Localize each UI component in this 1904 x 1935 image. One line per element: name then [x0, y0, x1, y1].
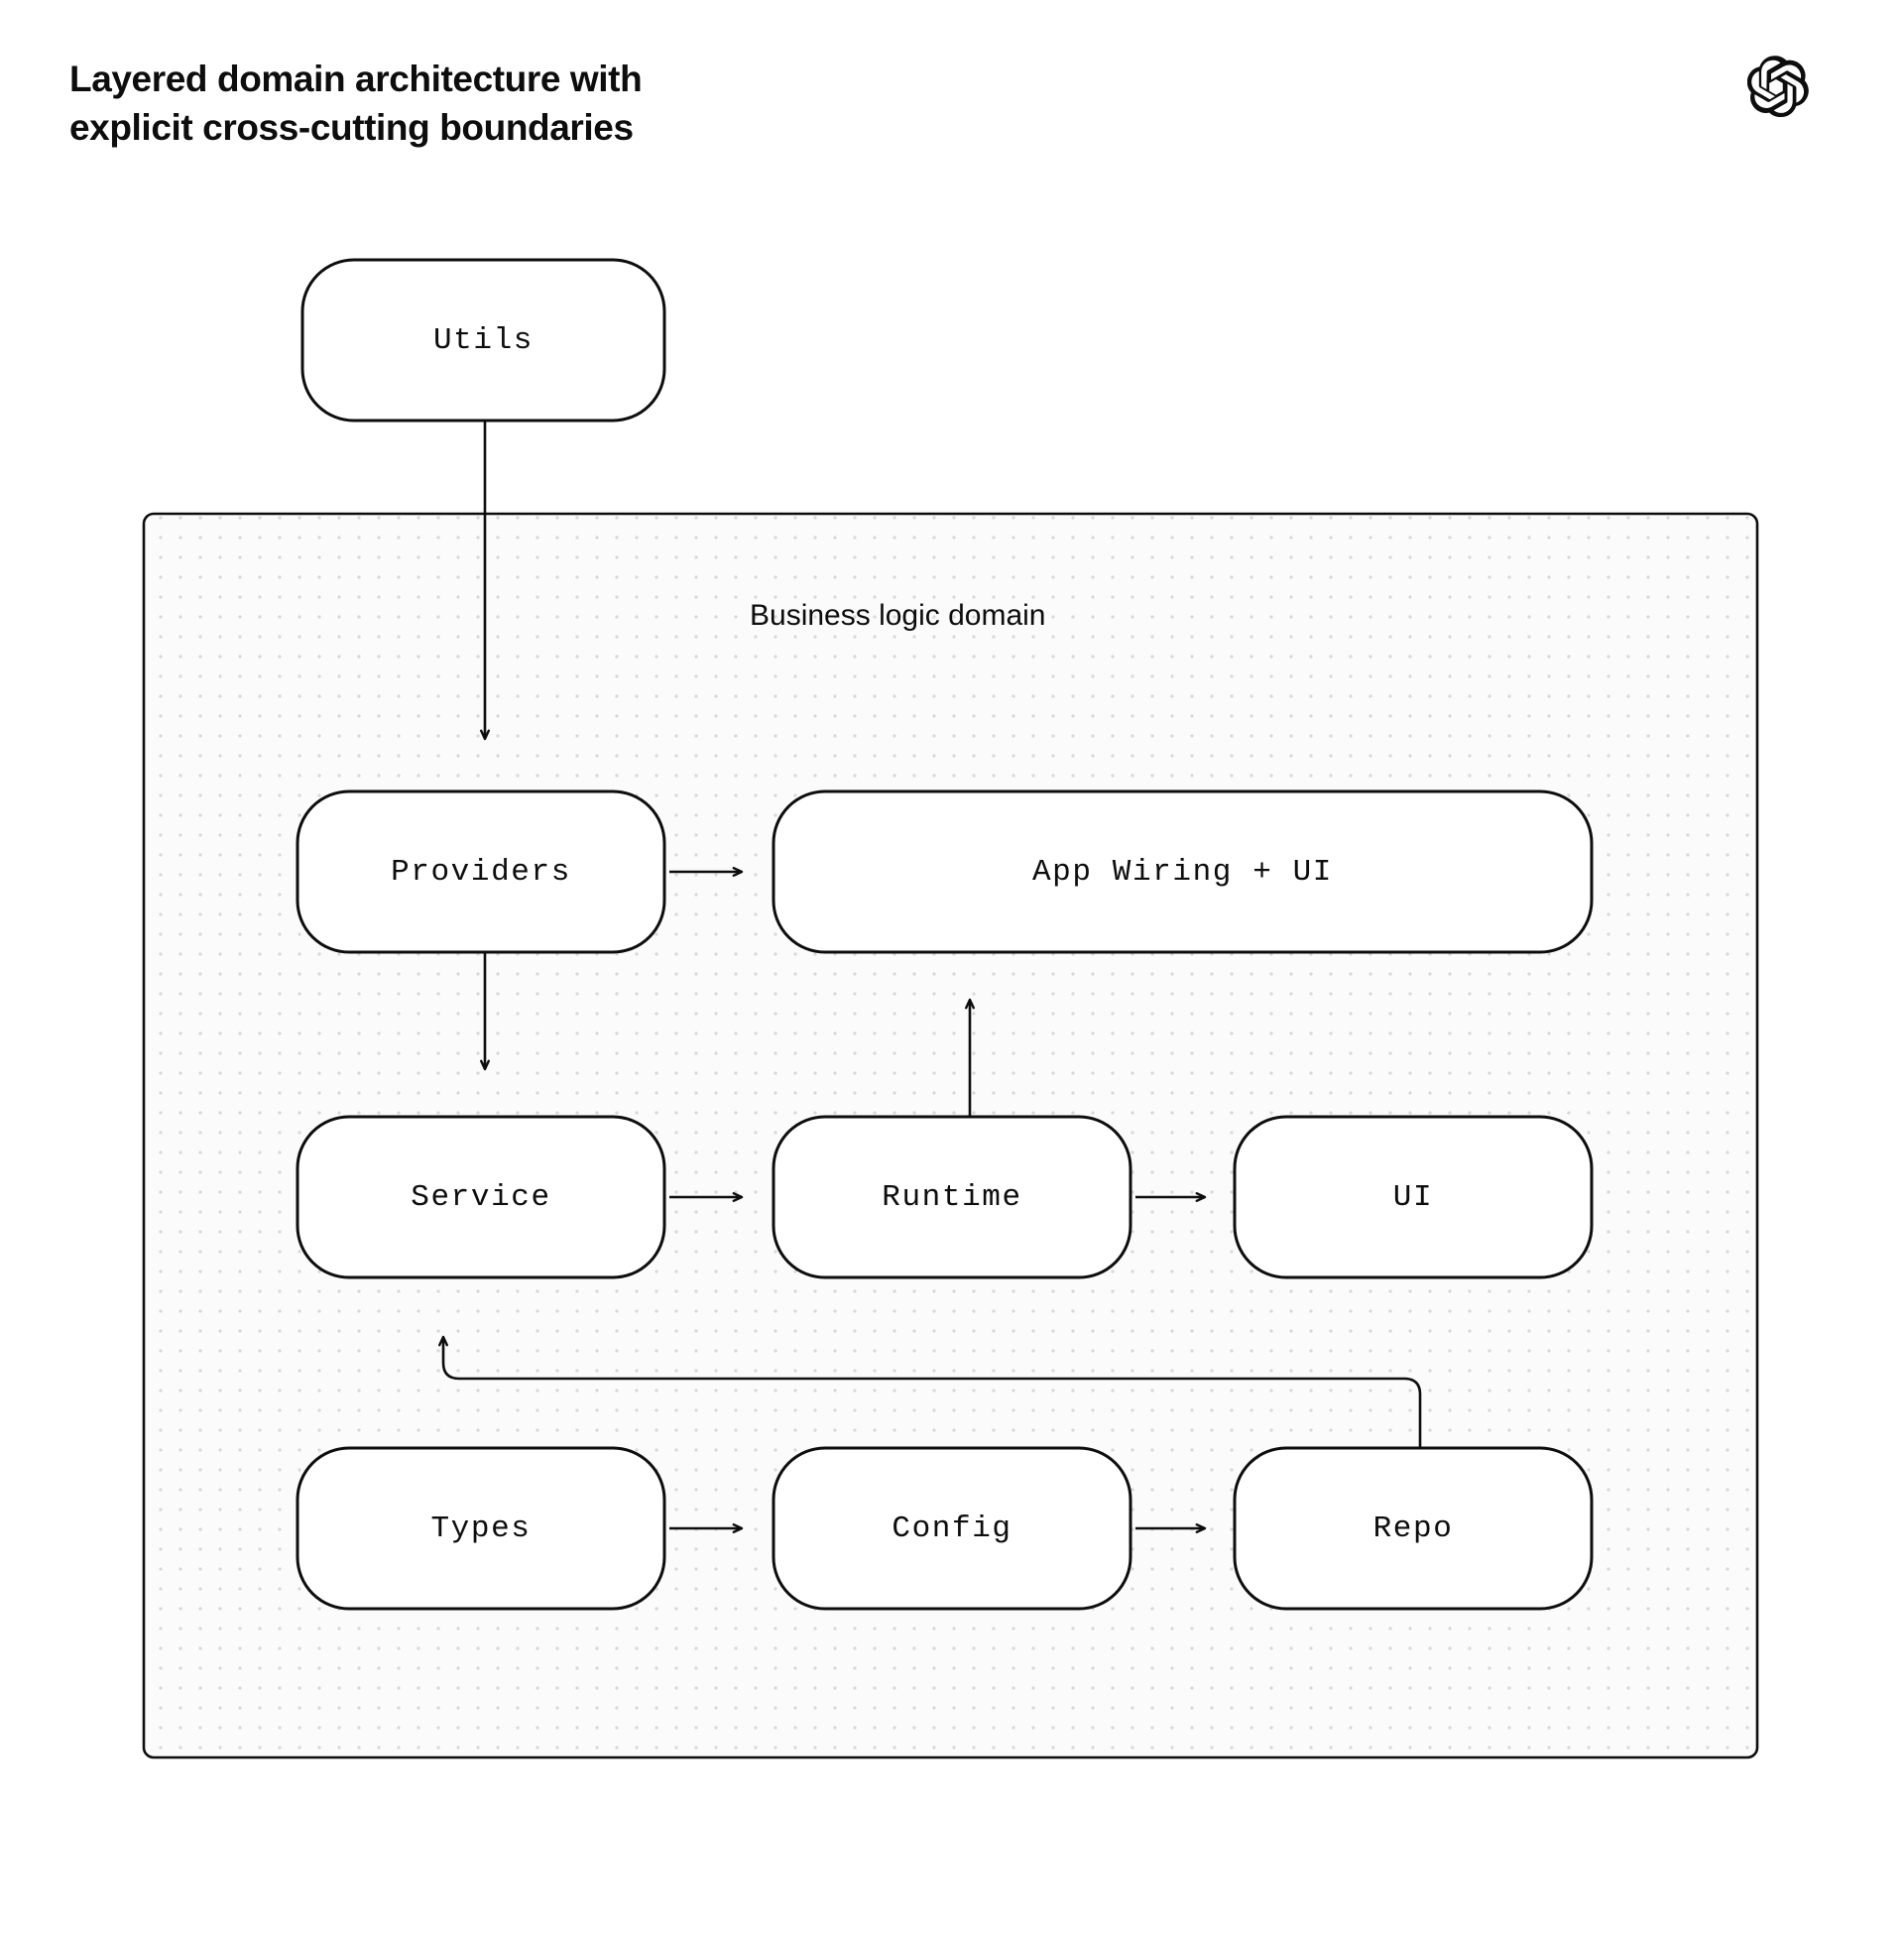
group-label-business-logic-domain: Business logic domain [750, 599, 1046, 632]
node-ui[interactable] [1233, 1115, 1594, 1279]
page-title: Layered domain architecture with explici… [69, 59, 643, 148]
node-providers[interactable] [296, 789, 666, 954]
edge-repo-to-service [438, 1335, 1422, 1448]
node-utils[interactable] [300, 258, 666, 423]
node-runtime[interactable] [772, 1115, 1132, 1279]
node-config[interactable] [772, 1446, 1132, 1611]
node-types[interactable] [296, 1446, 666, 1611]
node-service[interactable] [296, 1115, 666, 1279]
node-repo[interactable] [1233, 1446, 1594, 1611]
openai-logo [1746, 56, 1809, 118]
node-app-wiring-ui[interactable] [772, 789, 1594, 954]
